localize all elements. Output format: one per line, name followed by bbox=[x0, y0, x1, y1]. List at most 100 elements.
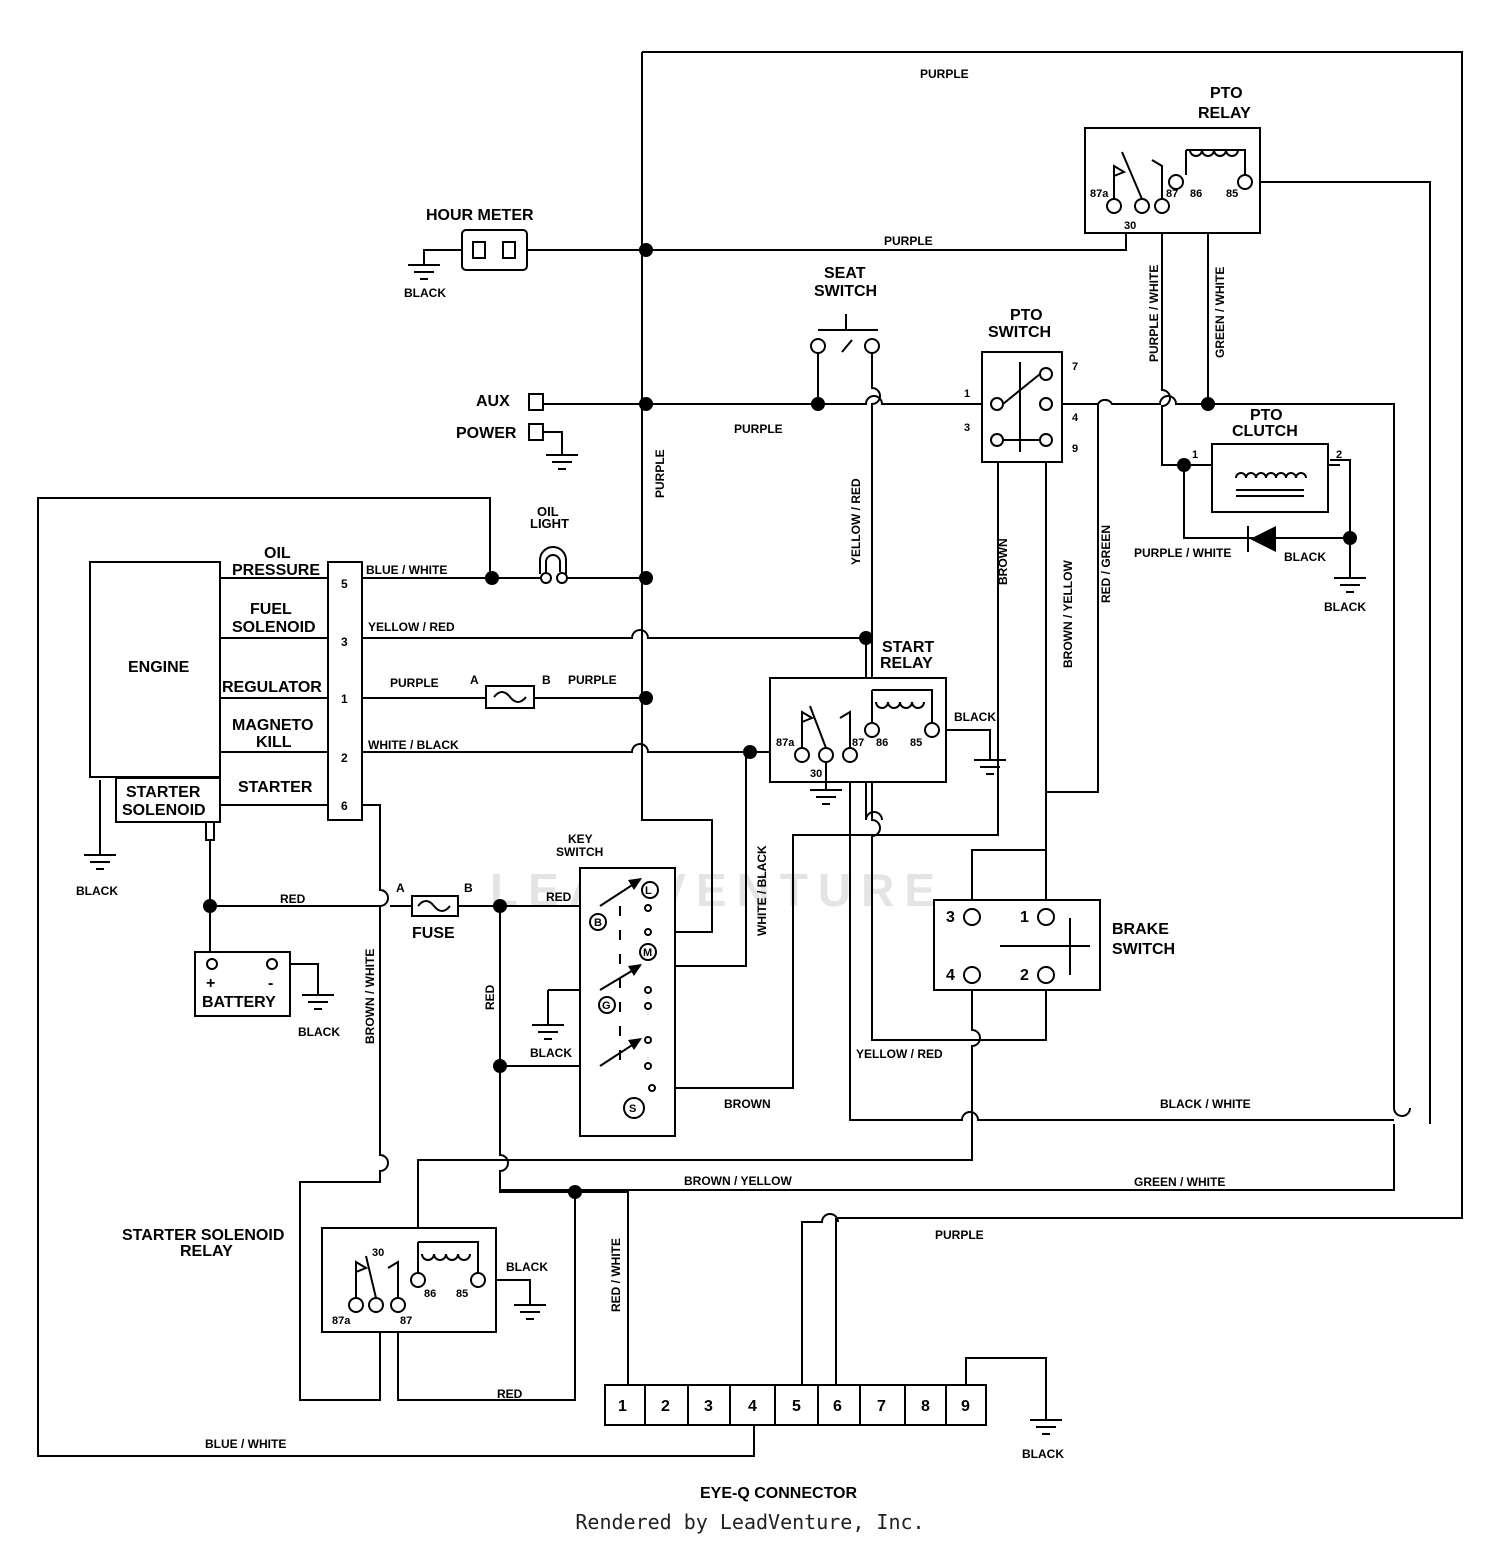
hour-meter-label: HOUR METER bbox=[426, 207, 534, 224]
svg-text:OIL: OIL bbox=[264, 545, 291, 562]
svg-text:BLACK: BLACK bbox=[954, 710, 996, 724]
svg-text:85: 85 bbox=[910, 737, 922, 749]
brake-switch-label: BRAKE bbox=[1112, 921, 1169, 938]
oil-light: OIL LIGHT bbox=[530, 504, 569, 584]
svg-text:PURPLE / WHITE: PURPLE / WHITE bbox=[1134, 546, 1231, 560]
svg-text:G: G bbox=[602, 1000, 611, 1012]
svg-text:PURPLE / WHITE: PURPLE / WHITE bbox=[1147, 265, 1161, 362]
svg-text:YELLOW / RED: YELLOW / RED bbox=[849, 478, 863, 565]
eyeq-connector: 1 2 3 4 5 6 7 8 9 EYE-Q CONNECTOR bbox=[604, 1384, 987, 1502]
svg-text:30: 30 bbox=[1124, 220, 1136, 232]
svg-text:BLACK: BLACK bbox=[404, 286, 446, 300]
svg-text:SWITCH: SWITCH bbox=[1112, 941, 1175, 958]
svg-text:FUEL: FUEL bbox=[250, 601, 292, 618]
pto-relay: PTO RELAY 87a 30 87 86 85 bbox=[1084, 85, 1261, 234]
connector-pin: 1 bbox=[618, 1398, 627, 1415]
footer-credit: Rendered by LeadVenture, Inc. bbox=[575, 1510, 925, 1534]
starter-solenoid-relay-label: STARTER SOLENOID bbox=[122, 1227, 284, 1244]
svg-text:RELAY: RELAY bbox=[180, 1243, 233, 1260]
engine-terminal: 2 bbox=[341, 751, 348, 765]
pto-clutch: PTO CLUTCH 1 2 bbox=[1192, 407, 1342, 552]
svg-text:LIGHT: LIGHT bbox=[530, 516, 569, 531]
svg-text:WHITE / BLACK: WHITE / BLACK bbox=[368, 738, 459, 752]
svg-text:BROWN: BROWN bbox=[996, 538, 1010, 585]
svg-text:87: 87 bbox=[1166, 188, 1178, 200]
svg-text:RED: RED bbox=[497, 1387, 523, 1401]
svg-text:-: - bbox=[268, 975, 273, 992]
connector-pin: 8 bbox=[921, 1398, 930, 1415]
svg-text:PURPLE: PURPLE bbox=[935, 1228, 984, 1242]
svg-text:3: 3 bbox=[964, 422, 970, 434]
svg-text:SWITCH: SWITCH bbox=[814, 283, 877, 300]
engine-terminal: 6 bbox=[341, 799, 348, 813]
svg-text:PURPLE: PURPLE bbox=[390, 676, 439, 690]
connector-pin: 6 bbox=[833, 1398, 842, 1415]
key-switch: L B M G S KEY SWITCH bbox=[556, 832, 676, 1137]
svg-text:BLACK: BLACK bbox=[76, 884, 118, 898]
svg-text:MAGNETO: MAGNETO bbox=[232, 717, 313, 734]
svg-text:86: 86 bbox=[876, 737, 888, 749]
battery-label: BATTERY bbox=[202, 994, 276, 1011]
seat-switch: SEAT SWITCH bbox=[810, 265, 880, 354]
svg-text:85: 85 bbox=[1226, 188, 1238, 200]
svg-text:A: A bbox=[470, 673, 479, 687]
svg-text:L: L bbox=[645, 885, 652, 897]
key-switch-label: KEY bbox=[568, 832, 593, 846]
svg-text:87: 87 bbox=[400, 1315, 412, 1327]
svg-text:GREEN / WHITE: GREEN / WHITE bbox=[1134, 1175, 1225, 1189]
svg-text:86: 86 bbox=[424, 1288, 436, 1300]
start-relay-label: START bbox=[882, 639, 934, 656]
aux-label: AUX bbox=[476, 393, 510, 410]
svg-text:YELLOW / RED: YELLOW / RED bbox=[856, 1047, 943, 1061]
svg-text:RELAY: RELAY bbox=[880, 655, 933, 672]
junctions bbox=[203, 243, 1357, 1199]
ground-icons bbox=[84, 264, 1366, 1435]
svg-text:PURPLE: PURPLE bbox=[884, 234, 933, 248]
fuel-solenoid-label: SOLENOID bbox=[232, 619, 316, 636]
svg-text:87: 87 bbox=[852, 737, 864, 749]
svg-text:87a: 87a bbox=[332, 1315, 351, 1327]
svg-text:RED: RED bbox=[280, 892, 306, 906]
pto-clutch-label: PTO bbox=[1250, 407, 1283, 424]
svg-text:WHITE / BLACK: WHITE / BLACK bbox=[755, 845, 769, 936]
oil-pressure-label: PRESSURE bbox=[232, 562, 320, 579]
eyeq-connector-label: EYE-Q CONNECTOR bbox=[700, 1485, 858, 1502]
svg-text:RED / WHITE: RED / WHITE bbox=[609, 1238, 623, 1312]
battery: + - BATTERY bbox=[194, 951, 291, 1017]
main-fuse: A B FUSE bbox=[396, 881, 473, 942]
svg-text:2: 2 bbox=[1336, 449, 1342, 461]
svg-text:BROWN / YELLOW: BROWN / YELLOW bbox=[1061, 560, 1075, 668]
pto-switch: PTO SWITCH 1 3 7 4 9 bbox=[964, 307, 1079, 463]
svg-text:2: 2 bbox=[1020, 967, 1029, 984]
start-relay: START RELAY 87a 30 87 86 85 bbox=[769, 639, 947, 790]
starter-solenoid-relay: 30 87a 87 86 85 STARTER SOLENOID RELAY bbox=[122, 1227, 497, 1333]
connector-pin: 2 bbox=[661, 1398, 670, 1415]
svg-text:4: 4 bbox=[1072, 412, 1079, 424]
connector-pin: 3 bbox=[704, 1398, 713, 1415]
fuse-label: FUSE bbox=[412, 925, 455, 942]
svg-text:SWITCH: SWITCH bbox=[556, 845, 603, 859]
svg-text:BLACK: BLACK bbox=[506, 1260, 548, 1274]
svg-text:BLUE / WHITE: BLUE / WHITE bbox=[366, 563, 447, 577]
svg-text:YELLOW / RED: YELLOW / RED bbox=[368, 620, 455, 634]
starter-label: STARTER bbox=[238, 779, 313, 796]
hour-meter: HOUR METER bbox=[426, 207, 534, 271]
svg-text:BLACK: BLACK bbox=[1022, 1447, 1064, 1461]
svg-text:RED: RED bbox=[483, 984, 497, 1010]
svg-text:PURPLE: PURPLE bbox=[568, 673, 617, 687]
svg-text:1: 1 bbox=[964, 388, 970, 400]
svg-text:85: 85 bbox=[456, 1288, 468, 1300]
connector-pin: 9 bbox=[961, 1398, 970, 1415]
regulator-label: REGULATOR bbox=[222, 679, 322, 696]
svg-text:BLACK: BLACK bbox=[298, 1025, 340, 1039]
pto-relay-label: PTO bbox=[1210, 85, 1243, 102]
svg-text:RED: RED bbox=[546, 890, 572, 904]
svg-text:87a: 87a bbox=[776, 737, 795, 749]
svg-text:30: 30 bbox=[810, 768, 822, 780]
svg-text:BLACK: BLACK bbox=[530, 1046, 572, 1060]
svg-text:B: B bbox=[542, 673, 551, 687]
svg-text:9: 9 bbox=[1072, 443, 1078, 455]
svg-text:GREEN / WHITE: GREEN / WHITE bbox=[1213, 267, 1227, 358]
svg-text:BLACK: BLACK bbox=[1284, 550, 1326, 564]
